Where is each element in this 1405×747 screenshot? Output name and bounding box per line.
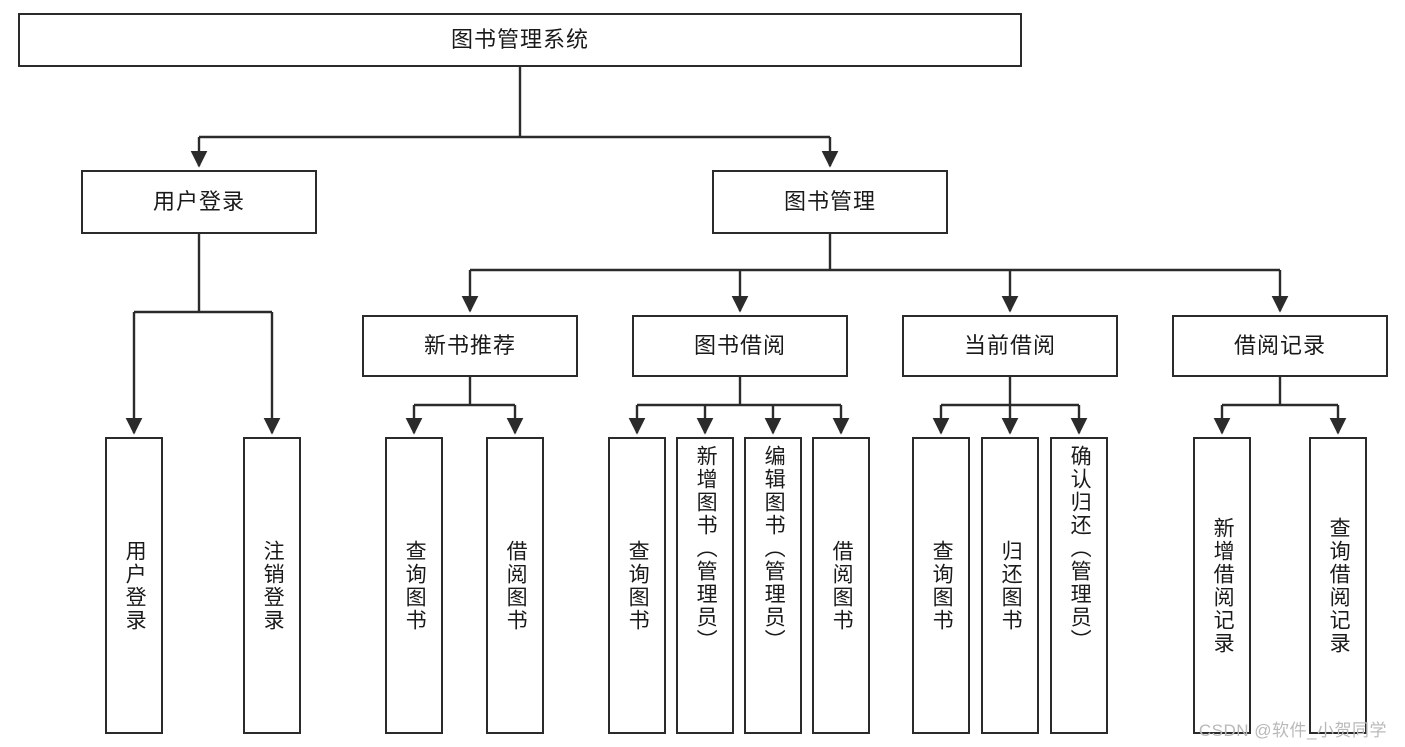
leaf-borrow-book-1[interactable]: 借阅图书 xyxy=(486,437,544,734)
node-current-borrow[interactable]: 当前借阅 xyxy=(902,315,1118,377)
node-book-borrow-label: 图书借阅 xyxy=(693,332,786,358)
node-book-borrow[interactable]: 图书借阅 xyxy=(632,315,848,377)
node-borrow-record-label: 借阅记录 xyxy=(1233,332,1326,358)
leaf-query-book-1-label: 查询图书 xyxy=(403,539,427,632)
leaf-query-book-1[interactable]: 查询图书 xyxy=(385,437,443,734)
leaf-user-login[interactable]: 用户登录 xyxy=(105,437,163,734)
leaf-logout-label: 注销登录 xyxy=(261,539,285,632)
node-book-manage[interactable]: 图书管理 xyxy=(712,170,948,234)
leaf-query-book-3[interactable]: 查询图书 xyxy=(912,437,970,734)
leaf-return-book-label: 归还图书 xyxy=(999,539,1023,632)
watermark: CSDN @软件_小贺同学 xyxy=(1198,721,1387,740)
node-user-login[interactable]: 用户登录 xyxy=(81,170,317,234)
node-book-manage-label: 图书管理 xyxy=(783,188,876,214)
leaf-confirm-return-label: 确认归还（管理员） xyxy=(1068,445,1092,652)
leaf-add-book[interactable]: 新增图书（管理员） xyxy=(676,437,734,734)
leaf-borrow-book-1-label: 借阅图书 xyxy=(504,539,528,632)
node-root-label: 图书管理系统 xyxy=(450,26,589,52)
leaf-confirm-return[interactable]: 确认归还（管理员） xyxy=(1050,437,1108,734)
leaf-query-book-2[interactable]: 查询图书 xyxy=(608,437,666,734)
leaf-query-book-2-label: 查询图书 xyxy=(626,539,650,632)
leaf-add-record[interactable]: 新增借阅记录 xyxy=(1193,437,1251,734)
node-borrow-record[interactable]: 借阅记录 xyxy=(1172,315,1388,377)
leaf-logout[interactable]: 注销登录 xyxy=(243,437,301,734)
leaf-borrow-book-2[interactable]: 借阅图书 xyxy=(812,437,870,734)
leaf-edit-book[interactable]: 编辑图书（管理员） xyxy=(744,437,802,734)
leaf-query-record-label: 查询借阅记录 xyxy=(1327,516,1351,655)
leaf-add-record-label: 新增借阅记录 xyxy=(1211,516,1235,655)
leaf-user-login-label: 用户登录 xyxy=(123,539,147,632)
leaf-query-book-3-label: 查询图书 xyxy=(930,539,954,632)
leaf-edit-book-label: 编辑图书（管理员） xyxy=(762,445,786,652)
node-current-borrow-label: 当前借阅 xyxy=(963,332,1056,358)
node-new-book-rec-label: 新书推荐 xyxy=(423,332,516,358)
leaf-return-book[interactable]: 归还图书 xyxy=(981,437,1039,734)
node-user-login-label: 用户登录 xyxy=(152,188,245,214)
node-new-book-rec[interactable]: 新书推荐 xyxy=(362,315,578,377)
leaf-query-record[interactable]: 查询借阅记录 xyxy=(1309,437,1367,734)
leaf-add-book-label: 新增图书（管理员） xyxy=(694,445,718,652)
node-root[interactable]: 图书管理系统 xyxy=(18,13,1022,67)
leaf-borrow-book-2-label: 借阅图书 xyxy=(830,539,854,632)
